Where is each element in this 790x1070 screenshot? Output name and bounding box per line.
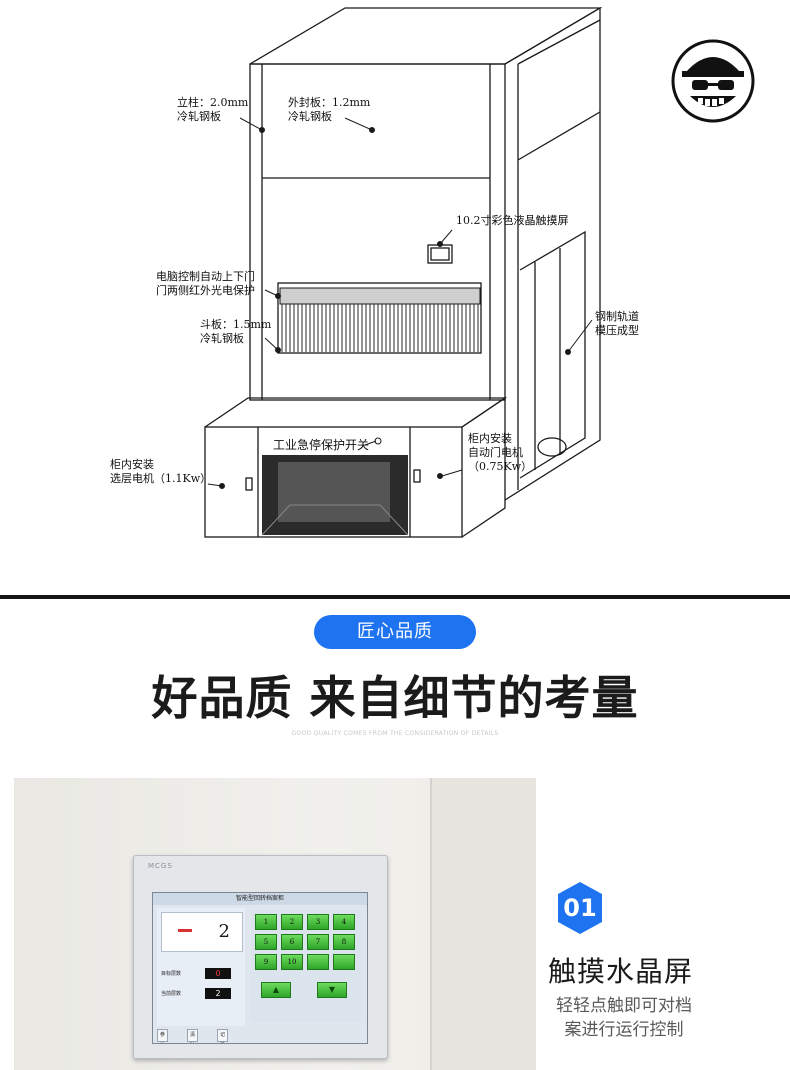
feature-desc-line-1: 轻轻点触即可对档 [556,996,692,1016]
row2-value: 2 [205,988,231,999]
key-8[interactable]: 8 [333,934,355,950]
key-4[interactable]: 4 [333,914,355,930]
key-blank-1[interactable] [307,954,329,970]
display-value: 2 [218,921,230,942]
mascot-logo-icon [671,39,755,123]
annotation-outer-panel: 外封板：1.2mm 冷轧钢板 [288,96,371,123]
cabinet-diagram: 立柱：2.0mm 冷轧钢板 外封板：1.2mm 冷轧钢板 10.2寸彩色液晶触摸… [110,6,758,538]
key-5[interactable]: 5 [255,934,277,950]
key-1[interactable]: 1 [255,914,277,930]
current-floor-row: 当前层数 2 [161,988,245,1000]
annotation-pc-control: 电脑控制自动上下门 门两侧红外光电保护 [156,270,255,297]
lcd-status-panel: 2 目标层数 0 当前层数 2 [157,908,245,1026]
cabinet-side-panel [430,778,536,1070]
row1-value: 0 [205,968,231,979]
current-floor-display: 2 [161,912,243,952]
row1-label: 目标层数 [161,971,182,977]
feature-description: 轻轻点触即可对档 案进行运行控制 [544,994,704,1042]
row2-label: 当前层数 [161,991,182,997]
section-subtext: GOOD QUALITY COMES FROM THE CONSIDERATIO… [291,730,499,737]
cabinet-line-drawing [204,6,603,538]
annotation-bucket: 斗板：1.5mm 冷轧钢板 [200,318,272,345]
indicator-dash [178,929,192,932]
key-9[interactable]: 9 [255,954,277,970]
touchscreen-device: MCGS 智能型回转档案柜 2 目标层数 0 当前层数 2 1 2 3 4 5 [133,855,388,1059]
screen-brand: MCGS [148,862,173,870]
lcd-title: 智能型回转档案柜 [235,895,284,902]
lcd-header: 智能型回转档案柜 [153,893,367,905]
annotation-upright: 立柱：2.0mm 冷轧钢板 [177,96,249,123]
record-button[interactable]: 记录 [217,1029,229,1042]
feature-title: 触摸水晶屏 [548,955,694,988]
key-6[interactable]: 6 [281,934,303,950]
param-button[interactable]: 参数 [157,1029,169,1042]
annotation-steel-track: 钢制轨道 模压成型 [595,310,639,337]
section-headline: 好品质 来自细节的考量 [151,671,639,725]
section-divider [0,595,790,599]
lcd-display: 智能型回转档案柜 2 目标层数 0 当前层数 2 1 2 3 4 5 6 7 8 [152,892,368,1044]
annotation-emergency: 工业急停保护开关 [273,438,370,452]
key-3[interactable]: 3 [307,914,329,930]
feature-desc-line-2: 案进行运行控制 [564,1020,684,1040]
key-7[interactable]: 7 [307,934,329,950]
annotation-floor-motor: 柜内安装 选层电机（1.1Kw） [110,458,212,485]
annotation-door-motor: 柜内安装 自动门电机 （0.75Kw） [468,432,533,473]
feature-number: 01 [563,894,597,922]
feature-badge: 01 [556,880,604,936]
annotation-touchscreen: 10.2寸彩色液晶触摸屏 [456,214,569,227]
hexagon-badge-icon [558,882,602,934]
move-down-button[interactable]: ▼ [317,982,347,998]
brand-logo [668,38,758,124]
clear-button[interactable]: 清除 [187,1029,199,1042]
key-2[interactable]: 2 [281,914,303,930]
key-10[interactable]: 10 [281,954,303,970]
craftsmanship-pill: 匠心品质 [314,615,476,649]
move-up-button[interactable]: ▲ [261,982,291,998]
floor-keypad: 1 2 3 4 5 6 7 8 9 10 ▲ ▼ [251,910,361,1022]
target-floor-row: 目标层数 0 [161,968,245,980]
key-blank-2[interactable] [333,954,355,970]
